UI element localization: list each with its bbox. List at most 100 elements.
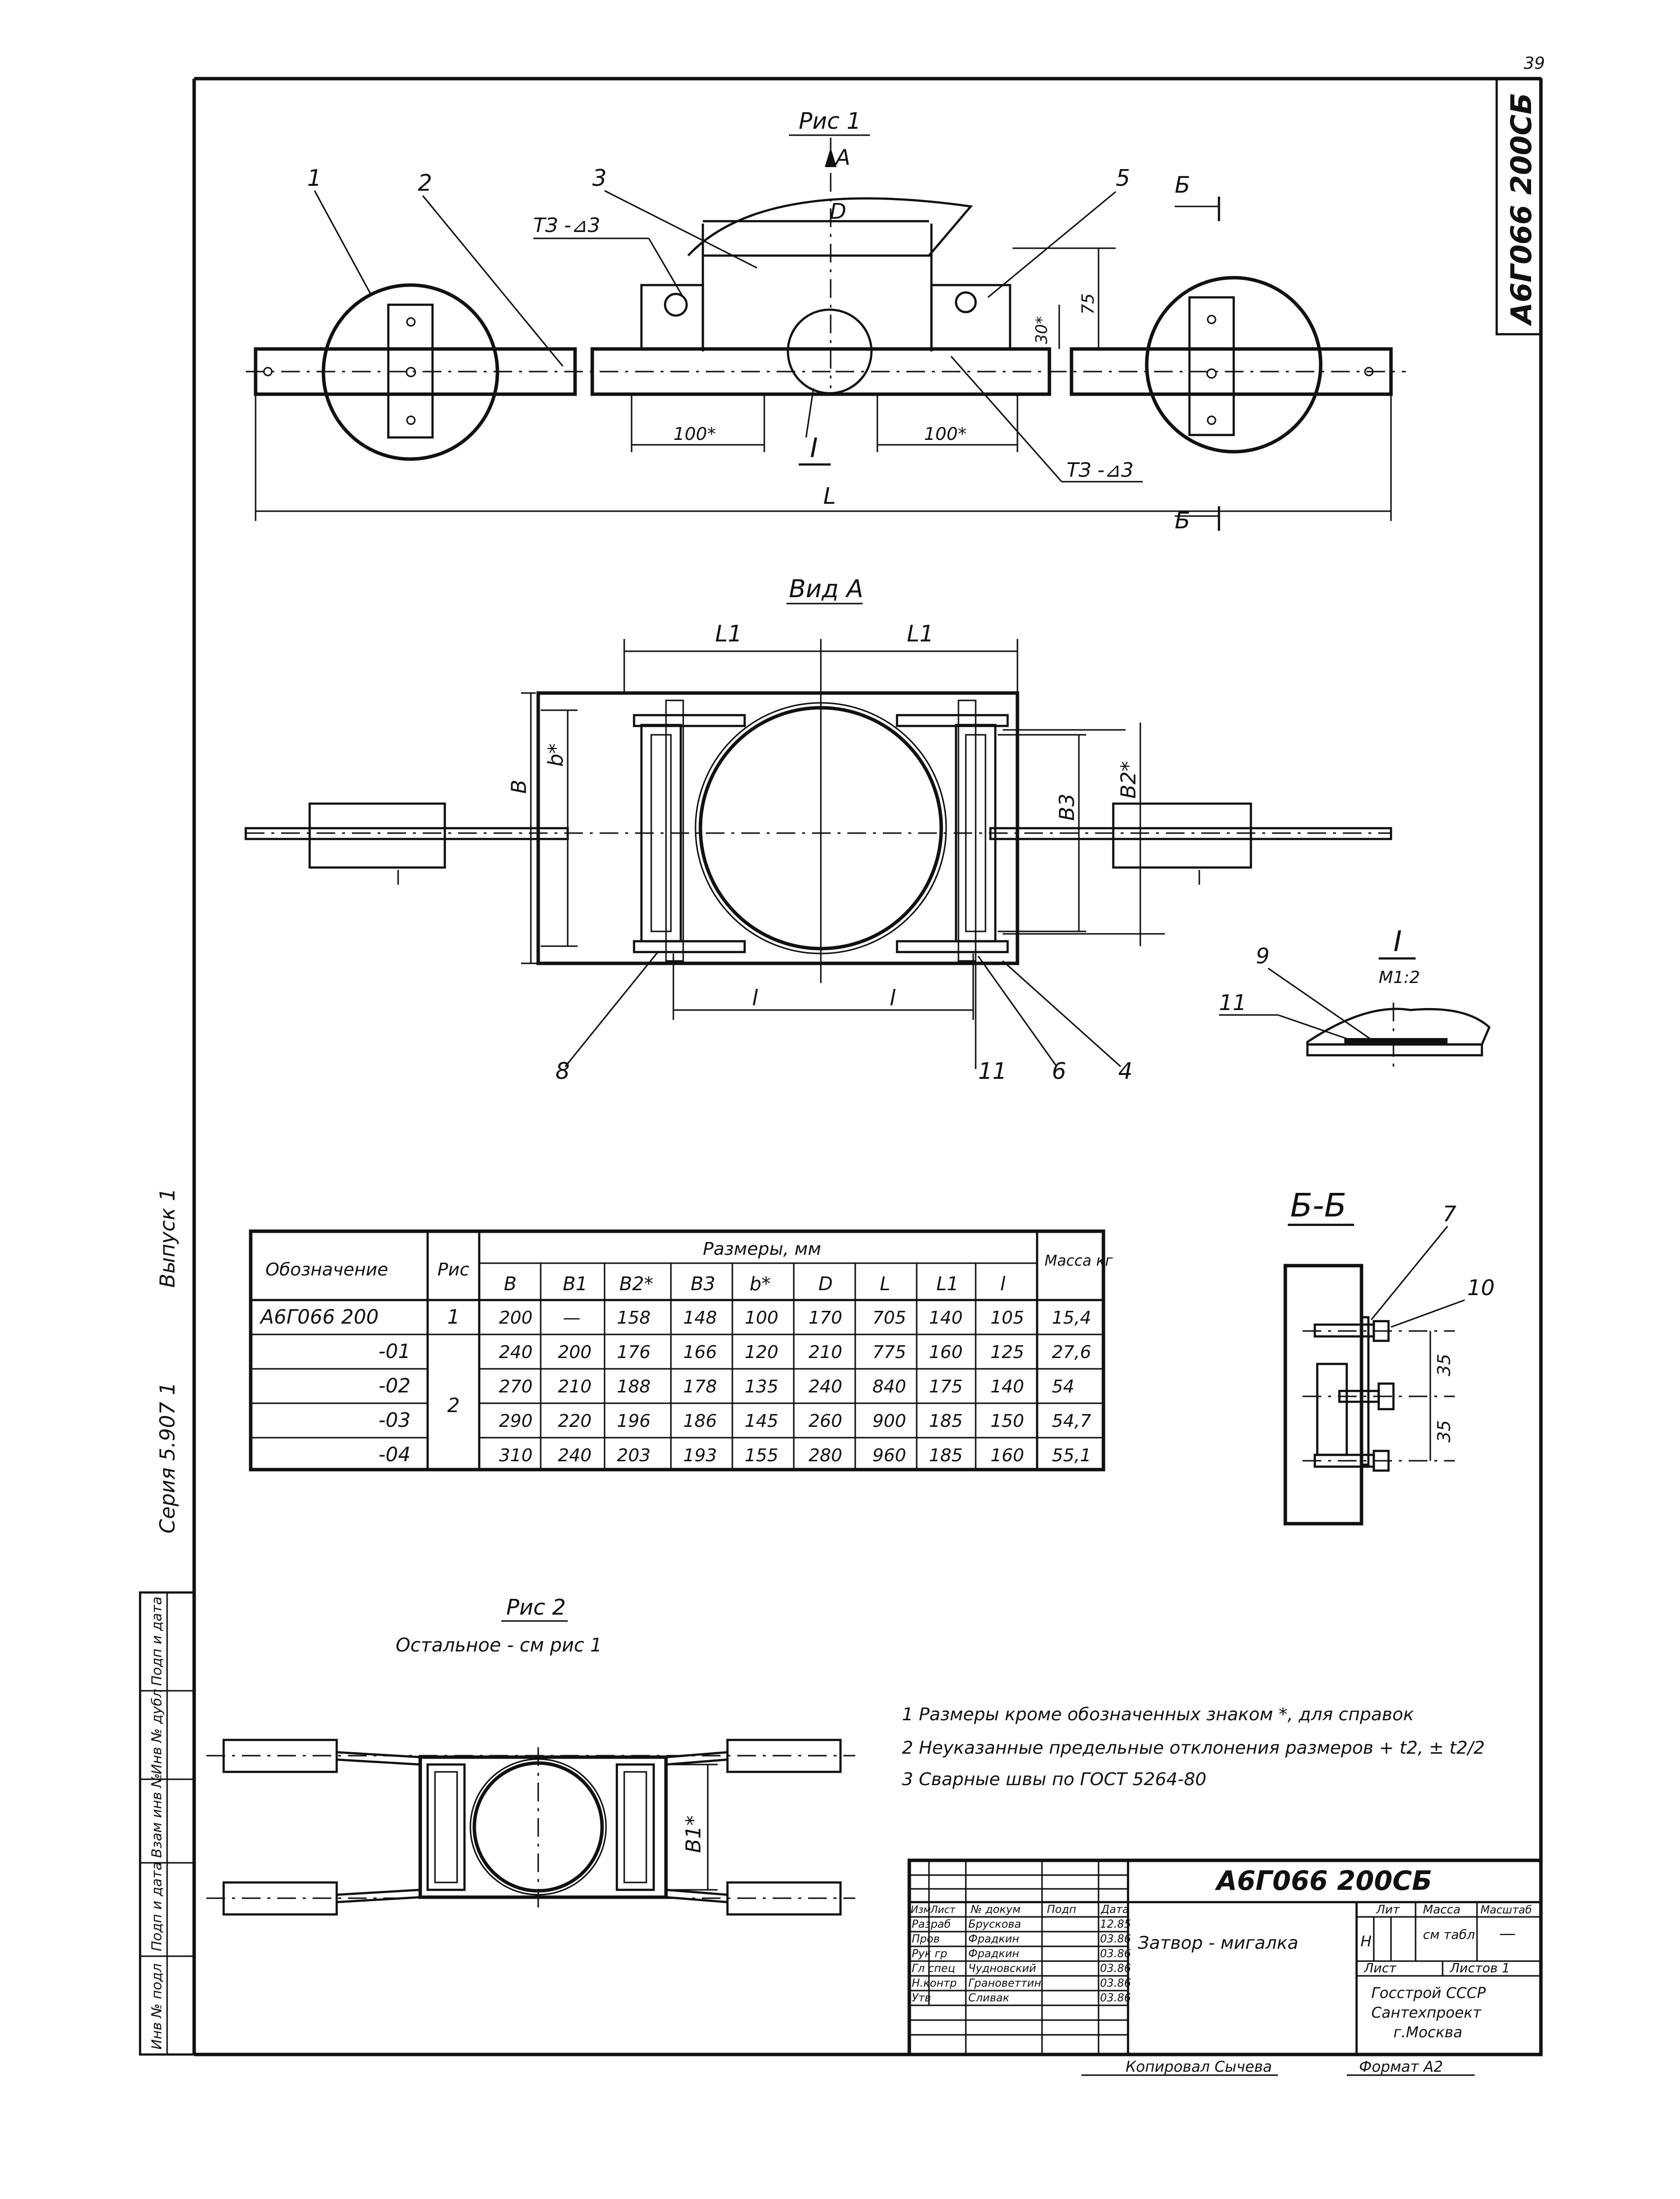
table-cell-value: 840 xyxy=(872,1377,906,1397)
fig1-dim-30: 30* xyxy=(1032,316,1051,344)
fig2-title: Рис 2 xyxy=(506,1595,566,1620)
fig1-dim-100-left: 100* xyxy=(673,424,716,444)
fig1-dim-100-right: 100* xyxy=(924,424,967,444)
pipe-opening xyxy=(786,308,873,395)
detail-i-callout-9: 9 xyxy=(1256,944,1270,969)
tb-role: Н.контр xyxy=(912,1977,956,1990)
fig1-weld-label: ТЗ -⊿3 xyxy=(533,214,600,237)
table-head-B: B xyxy=(504,1273,517,1295)
view-a-dim-B2: B2* xyxy=(1116,761,1140,799)
table-cell-designation: -02 xyxy=(378,1375,410,1397)
tb-scale-value: — xyxy=(1499,1924,1516,1943)
table-cell-mass: 15,4 xyxy=(1052,1308,1091,1328)
table-cell-value: 188 xyxy=(617,1377,651,1397)
table-cell-value: 220 xyxy=(558,1411,592,1431)
table-cell-value: 210 xyxy=(809,1342,842,1362)
figure-1: Рис 1 А xyxy=(246,108,1406,534)
tb-head-doc: № докум xyxy=(970,1904,1020,1916)
tb-org-1: Госстрой СССР xyxy=(1371,1985,1486,2002)
fig1-dim-D: D xyxy=(830,199,846,224)
title-block: А6Г066 200СБ Затвор - мигалка Изм Лист №… xyxy=(907,1858,1543,2076)
table-cell-value: 240 xyxy=(809,1377,842,1397)
tb-column-headers: Изм Лист № докум Подп Дата xyxy=(911,1904,1129,1916)
tb-copied: Копировал Сычева xyxy=(1126,2058,1272,2076)
table-cell-value: 170 xyxy=(809,1308,842,1328)
table-cell-value: 900 xyxy=(872,1411,906,1431)
tb-designation: А6Г066 200СБ xyxy=(1215,1865,1432,1896)
detail-i: I М1:2 9 11 xyxy=(1219,925,1491,1071)
table-cell-value: 160 xyxy=(929,1342,963,1362)
table-head-B3: B3 xyxy=(691,1273,715,1295)
table-cell-mass: 54,7 xyxy=(1052,1411,1091,1431)
table-cell-value: 178 xyxy=(683,1377,717,1397)
sheet-frame: 39 А6Г066 200СБ xyxy=(192,54,1545,2056)
detail-i-scale: М1:2 xyxy=(1379,968,1420,987)
table-cell-value: 200 xyxy=(558,1342,592,1362)
tb-org-3: г.Москва xyxy=(1393,2024,1462,2041)
view-a-dim-B: B xyxy=(507,780,531,794)
table-cell-value: 148 xyxy=(683,1308,717,1328)
tb-date: 03.86 xyxy=(1100,1948,1131,1960)
tb-mass-value: см табл xyxy=(1423,1928,1475,1942)
table-cell-designation: -03 xyxy=(378,1409,410,1432)
table-cell-designation: А6Г066 200 xyxy=(259,1306,379,1329)
table-cell-value: 145 xyxy=(745,1411,779,1431)
table-head-L1: L1 xyxy=(936,1273,958,1295)
tb-role: Пров xyxy=(912,1933,940,1945)
table-cell-value: 158 xyxy=(617,1308,651,1328)
table-cell-value: 100 xyxy=(745,1308,779,1328)
tb-lit-label: Лит xyxy=(1376,1903,1400,1916)
section-mark-top: Б xyxy=(1175,172,1190,198)
tb-lit-value: Н xyxy=(1361,1933,1372,1950)
table-head-D: D xyxy=(818,1273,833,1295)
section-bb-title: Б-Б xyxy=(1290,1186,1346,1224)
table-group-header: Размеры, мм xyxy=(703,1239,821,1259)
table-col-mass: Масса кг xyxy=(1044,1252,1113,1270)
table-cell-value: 260 xyxy=(809,1411,842,1431)
tb-sheet-label: Лист xyxy=(1363,1961,1397,1976)
section-bb-dim-bottom: 35 xyxy=(1434,1420,1454,1443)
table-cell-value: 175 xyxy=(929,1377,963,1397)
table-col-fig: Рис xyxy=(437,1260,469,1280)
tb-format: Формат А2 xyxy=(1359,2058,1443,2076)
table-cell-mass: 55,1 xyxy=(1052,1446,1091,1466)
section-bb: Б-Б 35 35 7 10 xyxy=(1283,1186,1495,1526)
table-cell-value: 186 xyxy=(683,1411,717,1431)
table-cell-value: 310 xyxy=(499,1446,533,1466)
table-cell-mass: 54 xyxy=(1052,1377,1074,1397)
view-arrow-icon xyxy=(825,147,837,167)
fig2-subtitle: Остальное - см рис 1 xyxy=(396,1634,602,1656)
table-cell-value: 150 xyxy=(990,1411,1024,1431)
view-dir-label: А xyxy=(834,145,850,170)
table-cell-fig: 1 xyxy=(447,1306,460,1329)
table-cell-value: 176 xyxy=(617,1342,651,1362)
table-head-B1: B1 xyxy=(563,1273,587,1295)
table-cell-value: 290 xyxy=(499,1411,533,1431)
view-a-dim-l-left: l xyxy=(752,985,758,1011)
table-head-l: l xyxy=(1000,1273,1006,1295)
weld-insert xyxy=(1344,1038,1448,1045)
section-bb-callout-10: 10 xyxy=(1467,1275,1495,1301)
table-cell-value: 240 xyxy=(558,1446,592,1466)
table-cell-value: 155 xyxy=(745,1446,779,1466)
stamp-inv-dubl: Инв № дубл xyxy=(148,1689,165,1774)
tb-head-list: Лист xyxy=(930,1904,956,1915)
tb-person: Сливак xyxy=(968,1992,1010,2004)
tb-role: Утв xyxy=(912,1992,931,2004)
view-a-dim-L1-right: L1 xyxy=(907,620,934,647)
stamp-vzam: Взам инв № xyxy=(148,1773,165,1858)
table-cell-value: 280 xyxy=(809,1446,842,1466)
view-a-dim-L1-left: L1 xyxy=(715,620,742,647)
fig1-callout-2: 2 xyxy=(418,170,432,196)
tb-person: Фрадкин xyxy=(968,1948,1019,1960)
table-cell-value: 166 xyxy=(683,1342,717,1362)
tb-person: Брускова xyxy=(968,1918,1021,1931)
tb-sheets-label: Листов 1 xyxy=(1449,1961,1510,1976)
tb-role: Гл спец xyxy=(912,1963,955,1975)
view-a-dim-l-right: l xyxy=(890,985,896,1011)
tb-org-2: Сантехпроект xyxy=(1371,2004,1482,2022)
